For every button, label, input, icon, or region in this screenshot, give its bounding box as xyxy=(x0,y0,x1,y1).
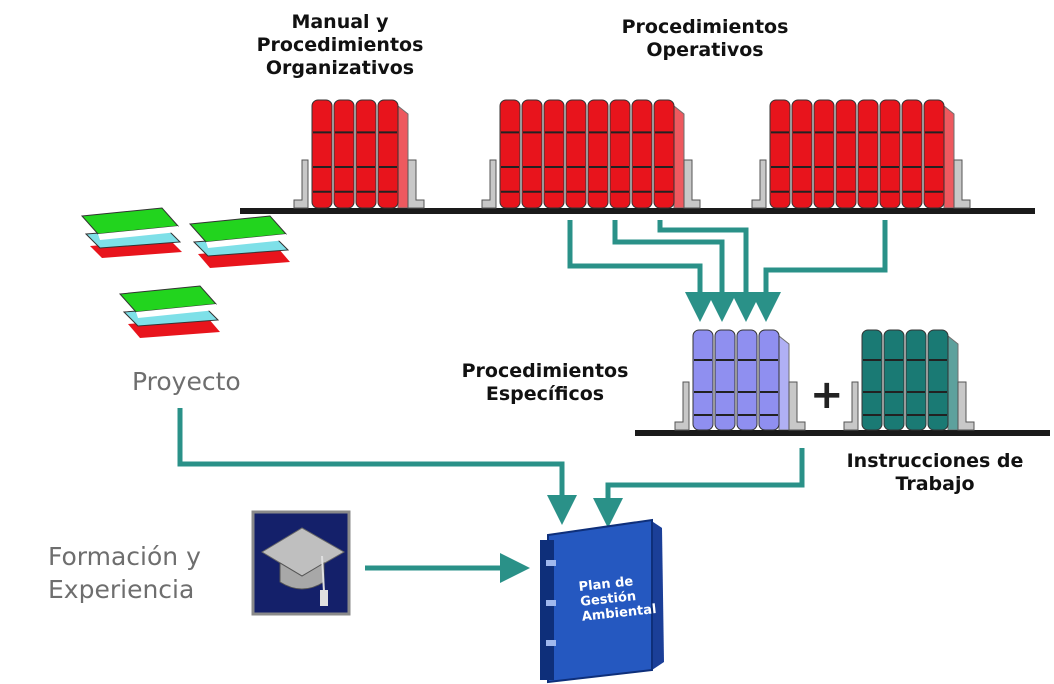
arrows-operativos xyxy=(567,220,888,322)
blue-binder-row-icon xyxy=(674,329,806,431)
label-proyecto: Proyecto xyxy=(132,367,241,396)
label-operativos: Procedimientos Operativos xyxy=(621,16,789,61)
lower-shelf xyxy=(635,430,1050,436)
label-especificos: Procedimientos Específicos xyxy=(461,360,629,405)
graduation-cap-icon xyxy=(251,510,351,616)
teal-binder-row-icon xyxy=(843,329,975,431)
red-binder-row-icon xyxy=(293,99,971,209)
top-shelf xyxy=(240,208,1035,214)
plan-binder-title: Plan de Gestión Ambiental xyxy=(578,574,658,625)
arrow-proyecto-plan xyxy=(177,408,577,525)
label-instrucciones: Instrucciones de Trabajo xyxy=(846,450,1024,495)
book-stack-icon xyxy=(80,207,290,338)
plus-sign: + xyxy=(810,372,844,418)
label-formacion: Formación y Experiencia xyxy=(48,542,201,604)
label-manual: Manual y Procedimientos Organizativos xyxy=(256,11,424,79)
arrow-especificos-plan xyxy=(593,448,805,528)
plan-binder-icon xyxy=(540,518,664,684)
